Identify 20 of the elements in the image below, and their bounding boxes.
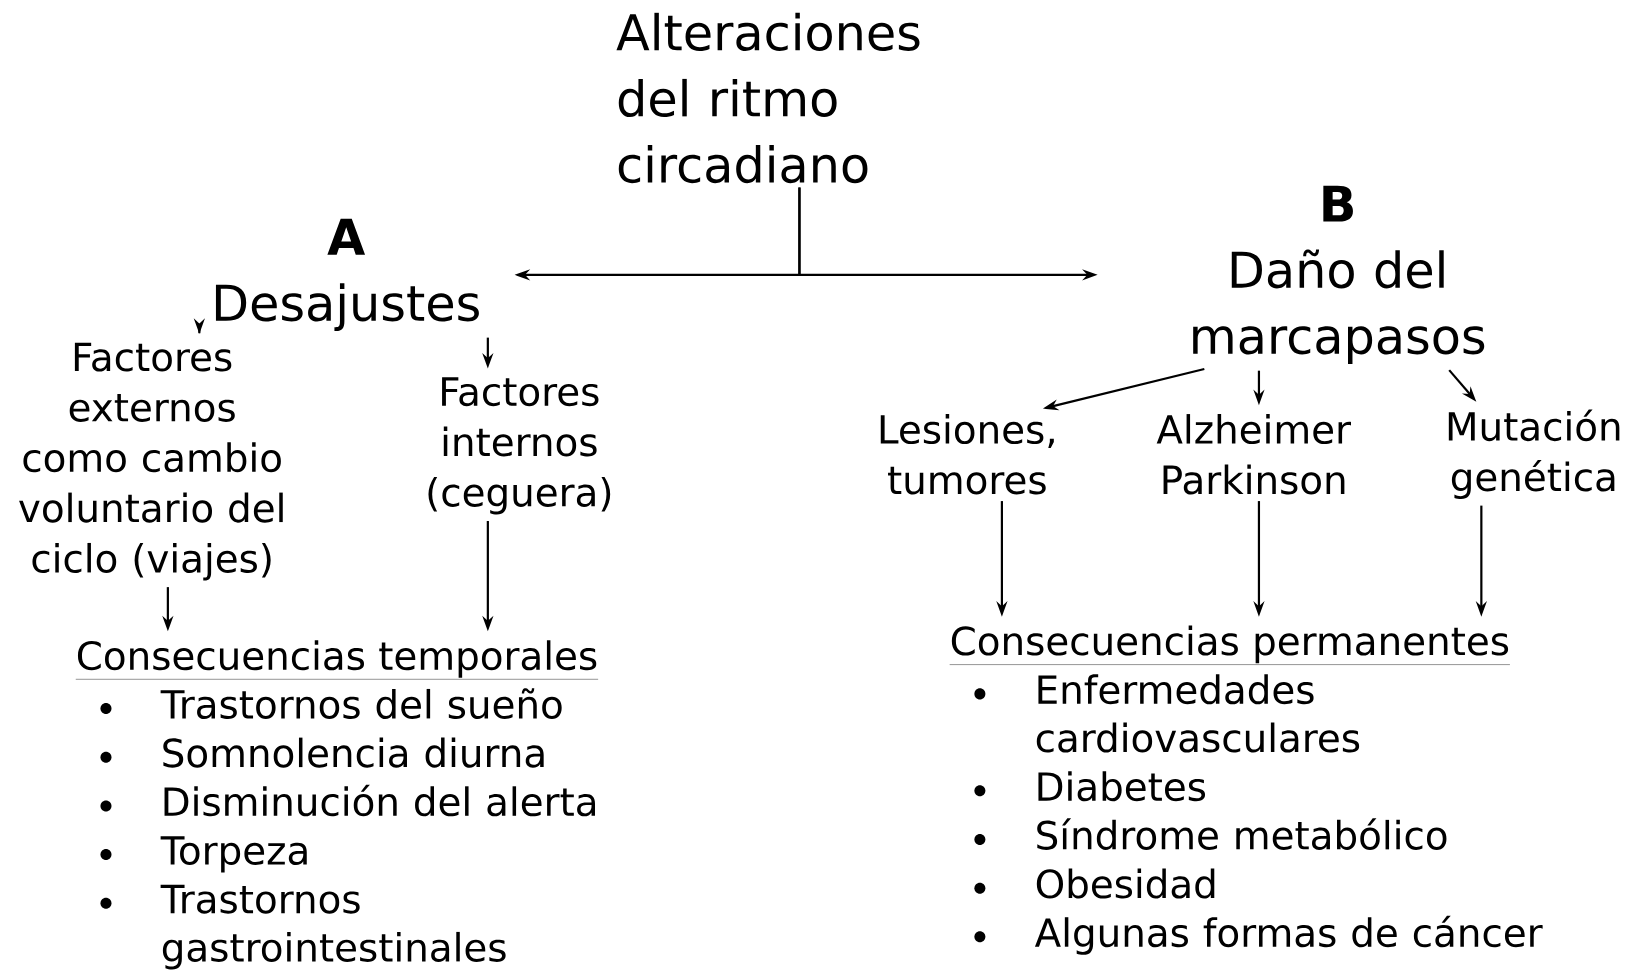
list-item: Diabetes bbox=[1038, 771, 1206, 802]
list-item: Trastornos del sueño bbox=[160, 688, 562, 720]
list-item: Enfermedades cardiovasculares bbox=[1036, 674, 1360, 753]
list-item: Trastornos gastrointestinales bbox=[160, 885, 506, 970]
cause-text: Lesiones, tumores bbox=[880, 414, 1054, 495]
cause-text: Mutación genética bbox=[1448, 409, 1620, 500]
list-item: Algunas formas de cáncer bbox=[1034, 915, 1543, 955]
list-item: Somnolencia diurna bbox=[163, 737, 544, 768]
cause-text: Factores internos (ceguera) bbox=[428, 377, 611, 515]
branch-heading: B Daño del marcapasos bbox=[1193, 185, 1485, 365]
list-heading: Consecuencias permanentes bbox=[949, 625, 1511, 665]
cause-text: Factores externos como cambio voluntario del ciclo (viajes) bbox=[19, 342, 283, 581]
list-heading: Consecuencias temporales bbox=[75, 640, 599, 680]
list-item: Torpeza bbox=[160, 836, 307, 873]
title-text: Alteraciones del ritmo circadiano bbox=[616, 13, 920, 184]
list-item: Obesidad bbox=[1036, 868, 1215, 899]
list-item: Disminución del alerta bbox=[164, 784, 595, 817]
branch-heading: A Desajustes bbox=[215, 218, 479, 332]
list-item: Síndrome metabólico bbox=[1037, 818, 1447, 851]
cause-text: Alzheimer Parkinson bbox=[1156, 414, 1351, 495]
